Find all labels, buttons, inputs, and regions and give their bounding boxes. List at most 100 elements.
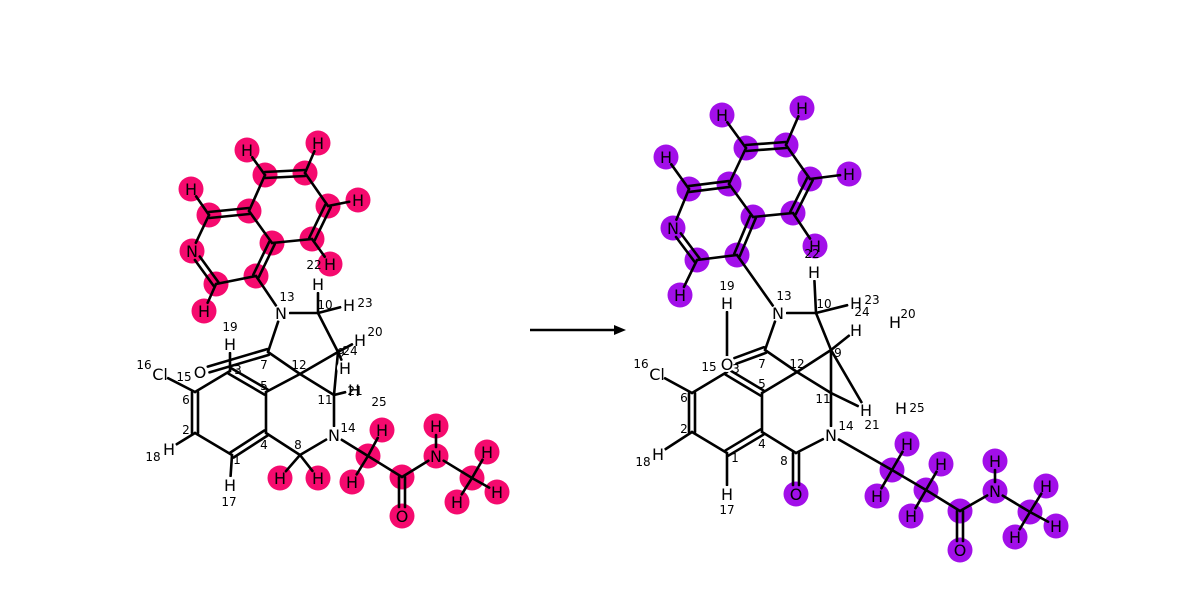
double-bond-line bbox=[727, 368, 765, 392]
label-backdrop bbox=[192, 364, 208, 380]
arrow-head bbox=[614, 325, 626, 335]
atom-number: 15 bbox=[176, 370, 191, 384]
single-bond bbox=[829, 348, 863, 404]
single-bond bbox=[298, 453, 314, 473]
single-bond bbox=[808, 173, 842, 181]
atom-number: 21 bbox=[864, 418, 879, 432]
atom-number: 19 bbox=[222, 320, 237, 334]
double-bond-line bbox=[206, 347, 269, 368]
atom-highlight bbox=[653, 144, 679, 170]
atom-highlight bbox=[423, 443, 449, 469]
atom-number: 1 bbox=[233, 453, 241, 467]
double-bond-line bbox=[724, 373, 762, 397]
single-bond bbox=[829, 391, 860, 408]
label-backdrop bbox=[719, 295, 735, 311]
atom-label: H bbox=[198, 302, 210, 321]
atom-highlight bbox=[191, 298, 217, 324]
atom-highlight bbox=[444, 489, 470, 515]
double-bond-line bbox=[733, 345, 766, 360]
atom-label: H bbox=[850, 321, 862, 340]
double-bond-line bbox=[732, 214, 752, 256]
atom-label: H bbox=[451, 493, 463, 512]
single-bond bbox=[332, 390, 347, 397]
atom-number: 22 bbox=[306, 258, 321, 272]
atom-label: H bbox=[324, 255, 336, 274]
atom-highlight bbox=[667, 282, 693, 308]
atom-label: H bbox=[989, 452, 1001, 471]
double-bond-line bbox=[688, 185, 731, 194]
atom-highlight bbox=[864, 483, 890, 509]
atom-label: H bbox=[491, 483, 503, 502]
atom-number: 5 bbox=[260, 379, 268, 393]
single-bond bbox=[664, 430, 694, 451]
label-backdrop bbox=[893, 400, 909, 416]
atom-number: 9 bbox=[337, 346, 345, 360]
atom-highlight bbox=[389, 503, 415, 529]
label-backdrop bbox=[848, 295, 864, 311]
atom-number: 11 bbox=[317, 393, 332, 407]
atom-label: H bbox=[343, 296, 355, 315]
atom-number: 15 bbox=[701, 360, 716, 374]
atom-label: N bbox=[772, 304, 784, 323]
label-backdrop bbox=[649, 366, 665, 382]
atom-label: H bbox=[1040, 477, 1052, 496]
atom-number: 4 bbox=[758, 437, 766, 451]
atom-number: 10 bbox=[317, 298, 332, 312]
atom-number: 24 bbox=[854, 305, 869, 319]
atom-number: 9 bbox=[834, 346, 842, 360]
atom-label: H bbox=[721, 485, 733, 504]
atom-number: 6 bbox=[680, 391, 688, 405]
atom-label: H bbox=[935, 455, 947, 474]
atom-label: H bbox=[348, 381, 360, 400]
single-bond bbox=[250, 156, 267, 177]
atom-label: H bbox=[901, 435, 913, 454]
label-backdrop bbox=[770, 305, 786, 321]
single-bond bbox=[794, 437, 825, 455]
label-backdrop bbox=[152, 366, 168, 382]
single-bond bbox=[690, 430, 729, 455]
atom-highlight bbox=[802, 233, 828, 259]
atom-highlight bbox=[709, 102, 735, 128]
label-backdrop bbox=[719, 356, 735, 372]
atom-highlight bbox=[982, 478, 1008, 504]
atom-label: H bbox=[312, 275, 324, 294]
double-bond-line bbox=[738, 216, 758, 258]
atom-label: H bbox=[850, 294, 862, 313]
atom-label: N bbox=[186, 242, 198, 261]
atom-label: H bbox=[224, 476, 236, 495]
atom-number: 5 bbox=[758, 377, 766, 391]
double-bond-line bbox=[227, 372, 266, 396]
atom-highlight bbox=[339, 469, 365, 495]
atom-label: H bbox=[430, 417, 442, 436]
atom-label: H bbox=[905, 507, 917, 526]
atom-number: 24 bbox=[342, 344, 357, 358]
single-bond bbox=[247, 209, 274, 245]
atom-number: 17 bbox=[719, 503, 734, 517]
atom-label: H bbox=[889, 313, 901, 332]
label-backdrop bbox=[326, 427, 342, 443]
atom-number: 22 bbox=[804, 247, 819, 261]
atom-label: O bbox=[194, 363, 207, 382]
double-bond-line bbox=[727, 433, 765, 457]
atom-number: 18 bbox=[145, 450, 160, 464]
atom-number: 25 bbox=[371, 395, 386, 409]
single-bond bbox=[924, 470, 938, 492]
bonds bbox=[166, 149, 491, 509]
atom-highlight bbox=[474, 439, 500, 465]
label-backdrop bbox=[222, 336, 238, 352]
single-bond bbox=[814, 311, 833, 352]
single-bond bbox=[303, 149, 316, 175]
double-bond-line bbox=[207, 206, 251, 214]
single-bond bbox=[206, 282, 218, 305]
atom-label: H bbox=[352, 191, 364, 210]
single-bond bbox=[310, 237, 327, 258]
atom-highlight bbox=[783, 481, 809, 507]
label-backdrop bbox=[823, 427, 839, 443]
double-bond-line bbox=[687, 179, 730, 188]
atom-label: H bbox=[843, 165, 855, 184]
reaction-arrow bbox=[530, 325, 626, 335]
single-bond bbox=[266, 350, 302, 376]
atom-number: 20 bbox=[900, 307, 915, 321]
atom-number: 19 bbox=[719, 279, 734, 293]
